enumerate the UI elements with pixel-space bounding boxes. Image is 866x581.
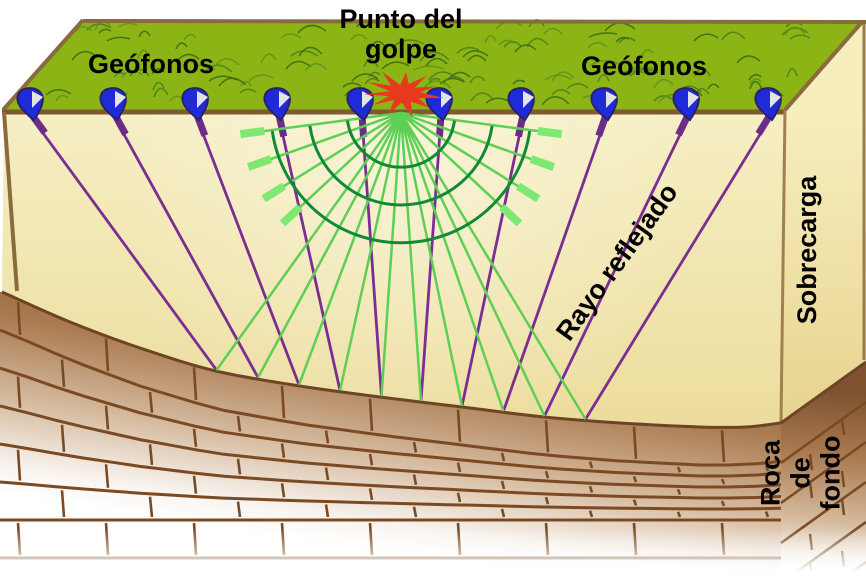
direct-ray bbox=[400, 111, 540, 163]
direct-ray-arrowhead bbox=[279, 204, 303, 227]
geophone-icon bbox=[507, 87, 535, 122]
reflection-incident-ray bbox=[399, 112, 464, 407]
geophone-icon bbox=[754, 87, 782, 122]
geophone-icon bbox=[263, 87, 291, 122]
direct-ray bbox=[276, 111, 402, 192]
reflection-incident-ray bbox=[399, 112, 423, 402]
geophone-icon bbox=[181, 87, 209, 122]
direct-ray-arrowhead bbox=[261, 182, 287, 203]
geophone-icon bbox=[590, 87, 618, 122]
block-edges bbox=[1, 18, 866, 430]
reflection-incident-ray bbox=[380, 112, 403, 397]
direct-ray-arrowhead bbox=[246, 155, 273, 171]
wavefront-arcs bbox=[270, 120, 532, 245]
right-side-faces bbox=[780, 22, 866, 581]
reflection-incident-ray bbox=[399, 112, 587, 420]
direct-ray-arrowhead bbox=[537, 127, 563, 139]
reflection-incident-ray bbox=[297, 112, 403, 386]
direct-ray-arrowhead bbox=[529, 155, 556, 171]
overburden-front-face bbox=[2, 112, 785, 427]
direct-ray bbox=[262, 111, 402, 163]
direct-ray bbox=[256, 111, 402, 134]
reflection-incident-ray bbox=[399, 112, 546, 417]
reflection-incident-ray bbox=[338, 112, 403, 391]
direct-ray bbox=[400, 111, 546, 134]
reflection-incident-ray bbox=[256, 112, 403, 379]
geophone-icon bbox=[346, 87, 374, 122]
direct-ray bbox=[400, 112, 509, 214]
bottom-fade bbox=[0, 528, 866, 581]
direct-ray-arrowhead bbox=[239, 127, 265, 139]
direct-ray bbox=[400, 111, 526, 192]
geophone-icon bbox=[16, 87, 44, 122]
direct-ray-arrowhead bbox=[515, 182, 541, 203]
reflection-incident-ray bbox=[399, 112, 505, 412]
shot-green-rays bbox=[215, 111, 587, 420]
direct-ray bbox=[293, 112, 402, 214]
geophone-icon bbox=[672, 87, 700, 122]
shot-star-icon bbox=[363, 71, 444, 118]
geophones bbox=[16, 87, 782, 122]
geophone-icon bbox=[99, 87, 127, 122]
direct-ray-arrowhead bbox=[499, 204, 523, 227]
